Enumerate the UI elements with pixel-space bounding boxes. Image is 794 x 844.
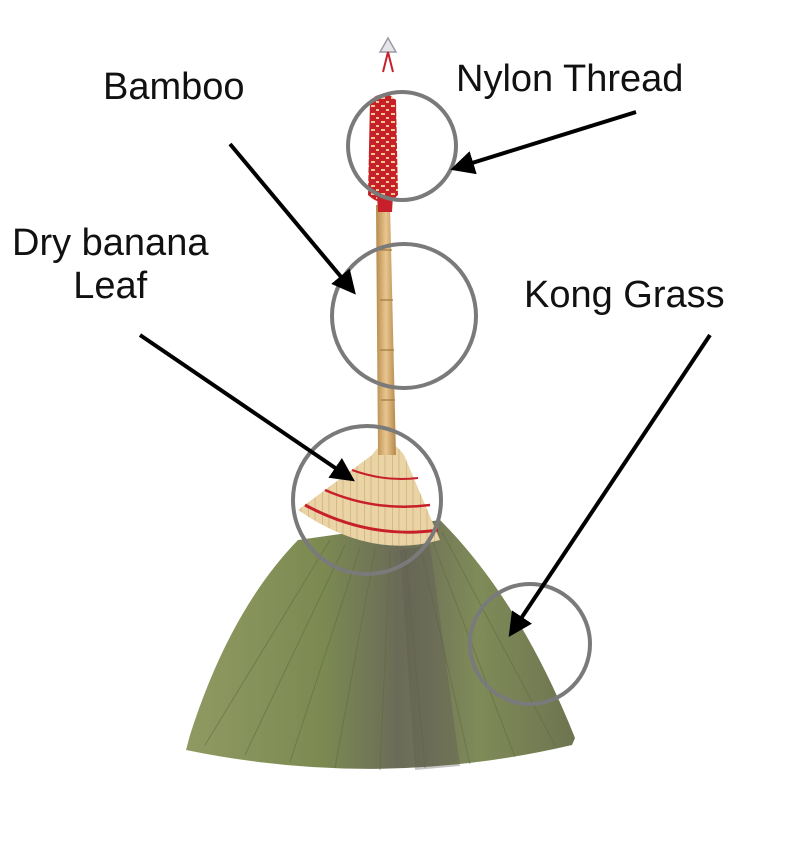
dry-banana-leaf-label-line2: Leaf [73,264,148,307]
bamboo-arrow [228,142,356,295]
nylon-thread-circle [346,90,458,202]
dry-banana-leaf-label: Dry banana Leaf [12,222,208,307]
bamboo-handle [376,205,396,455]
kong-grass-circle [468,582,592,706]
nylon-thread-wrap [368,94,398,212]
hanging-hook [378,36,398,73]
bamboo-circle [330,242,478,390]
kong-grass-label: Kong Grass [524,274,725,316]
nylon-thread-arrow [450,110,637,175]
bamboo-label: Bamboo [103,66,245,108]
banana-leaf-circle [291,424,443,576]
dry-banana-leaf-label-line1: Dry banana [12,222,209,264]
kong-grass-arrow [508,333,712,637]
nylon-thread-label: Nylon Thread [456,58,684,100]
banana-leaf-collar [298,443,440,546]
banana-leaf-arrow [138,333,355,482]
kong-grass-bristles [186,520,575,771]
